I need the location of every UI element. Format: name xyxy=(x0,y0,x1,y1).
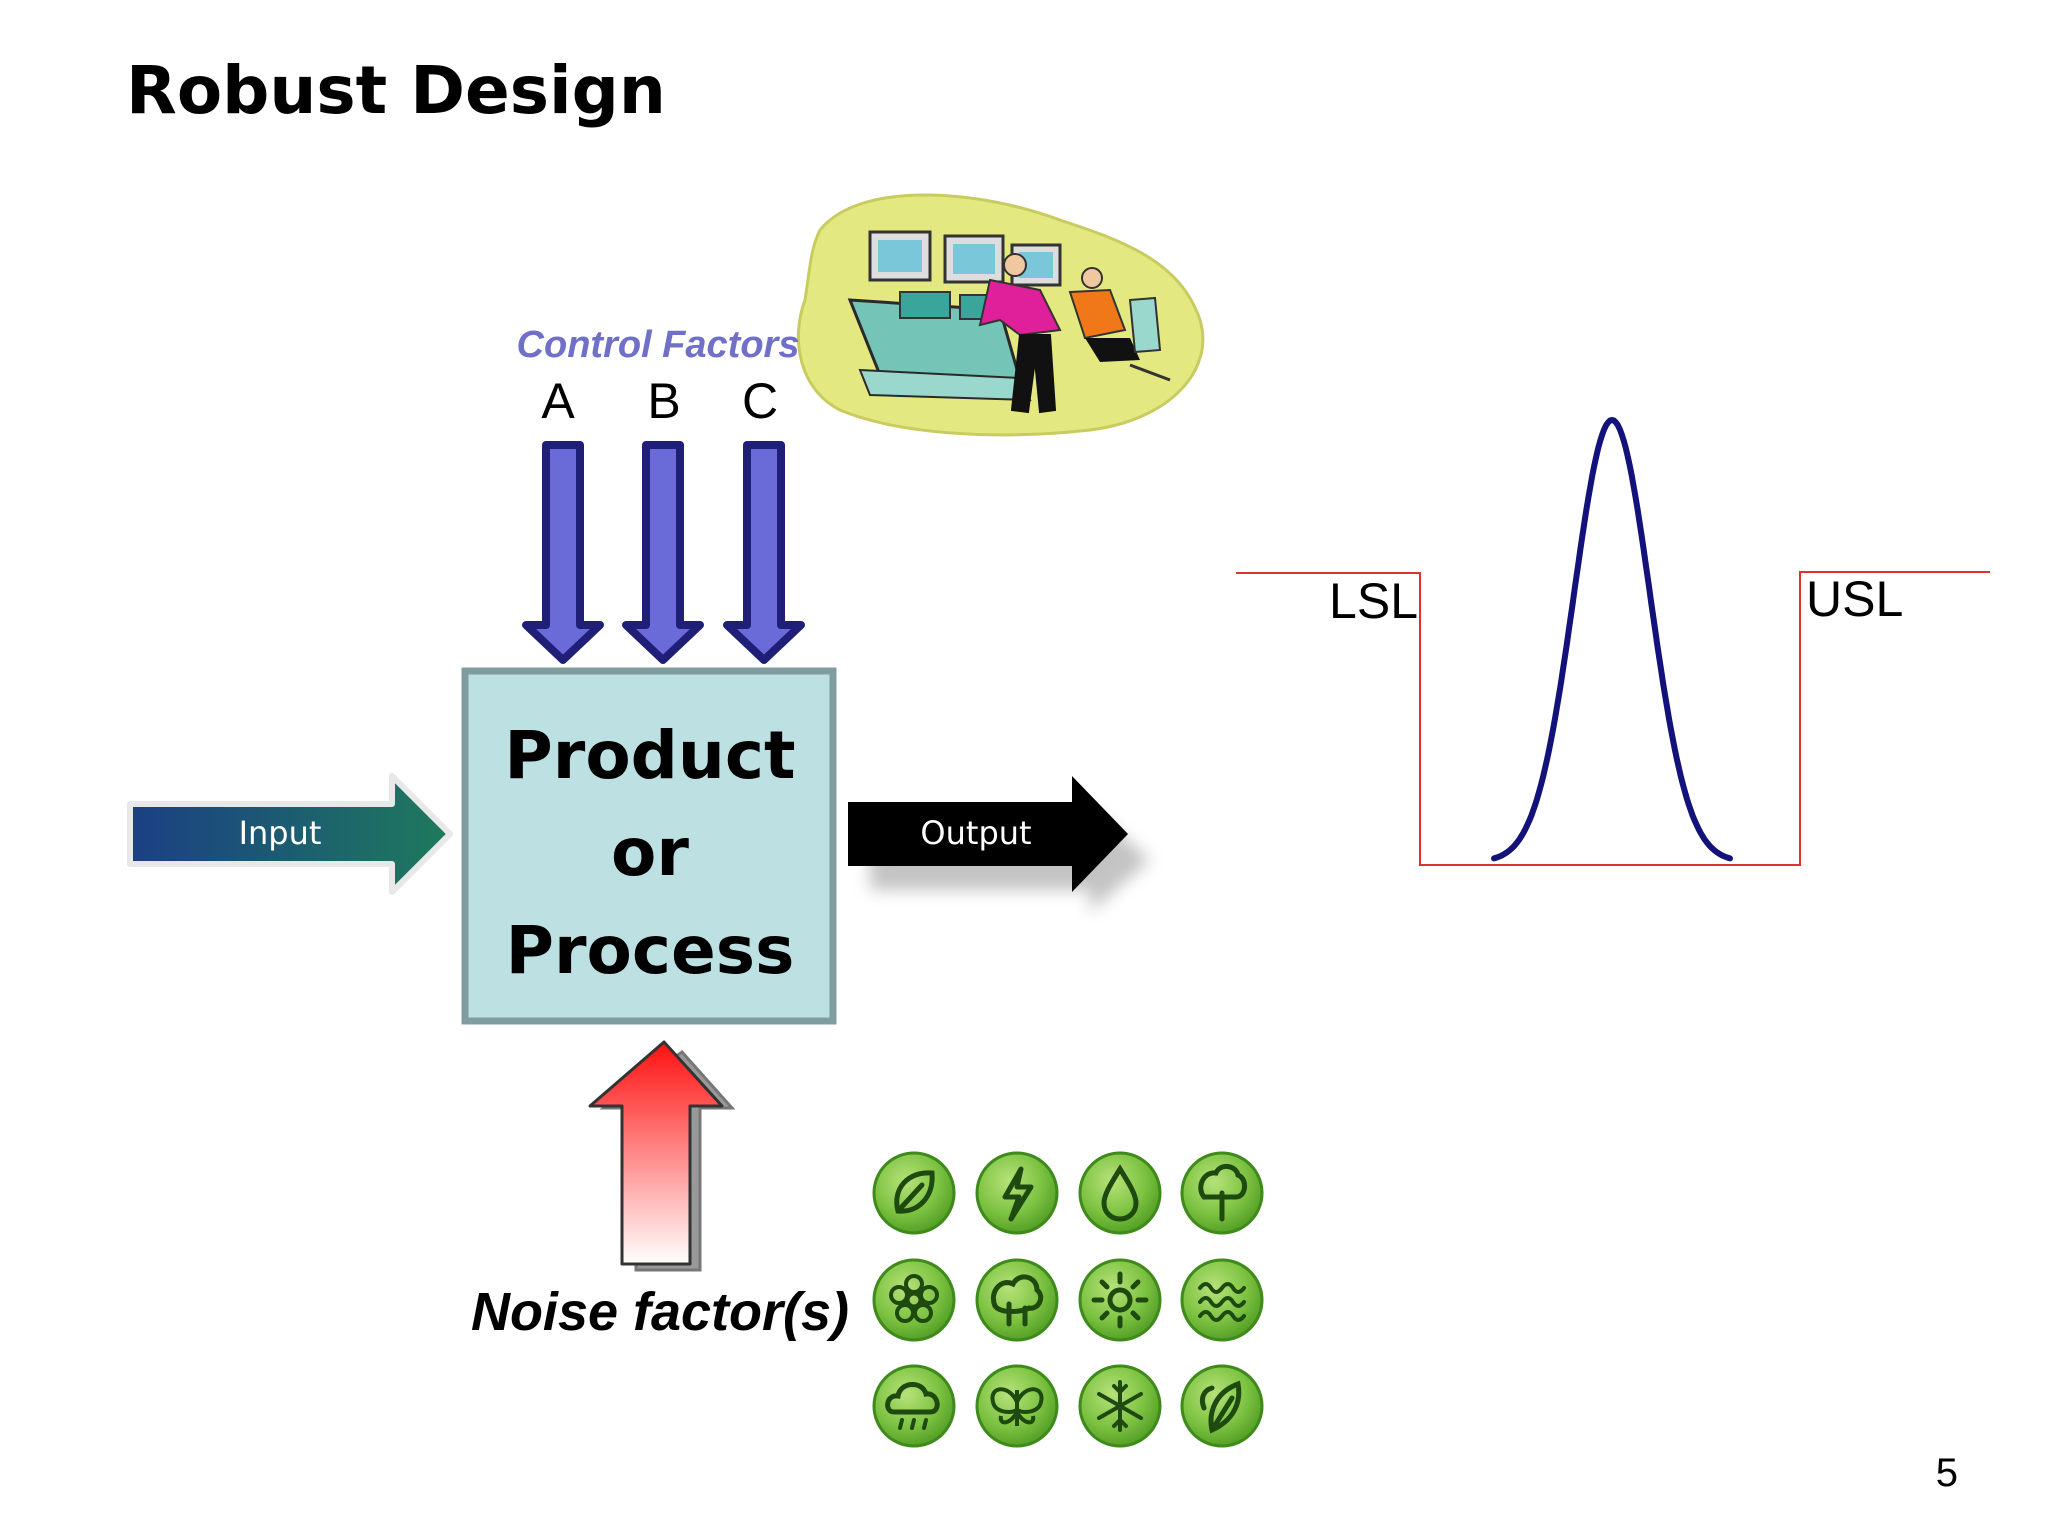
tree-icon xyxy=(1180,1151,1264,1235)
process-line-3: Process xyxy=(506,912,795,989)
noise-arrow xyxy=(588,1040,736,1272)
rain-cloud-icon xyxy=(872,1364,956,1448)
page-number: 5 xyxy=(1935,1451,1958,1495)
process-line-2: or xyxy=(611,814,689,891)
spec-limit-line xyxy=(1236,571,1990,866)
distribution-chart: LSL USL xyxy=(1236,416,1990,866)
output-label: Output xyxy=(920,814,1031,852)
snowflake-icon xyxy=(1078,1364,1162,1448)
usl-label: USL xyxy=(1806,571,1903,627)
noise-icons-grid xyxy=(872,1151,1264,1448)
sprout-icon xyxy=(1180,1364,1264,1448)
factor-label-c: C xyxy=(742,373,778,429)
control-factors-label: Control Factors xyxy=(517,324,800,366)
sun-icon xyxy=(1078,1258,1162,1342)
process-box xyxy=(461,667,837,1025)
leaf-icon xyxy=(872,1151,956,1235)
slide-title: Robust Design xyxy=(126,52,666,129)
input-label: Input xyxy=(239,814,322,852)
factor-arrow-a xyxy=(522,441,604,664)
factor-arrow-b xyxy=(622,441,704,664)
lightning-icon xyxy=(975,1151,1059,1235)
control-room-clipart xyxy=(797,193,1205,437)
input-arrow xyxy=(127,773,453,895)
process-line-1: Product xyxy=(504,717,795,794)
butterfly-icon xyxy=(975,1364,1059,1448)
waves-icon xyxy=(1180,1258,1264,1342)
flower-icon xyxy=(872,1258,956,1342)
factor-label-b: B xyxy=(647,373,680,429)
output-arrow xyxy=(848,776,1150,912)
factor-arrow-c xyxy=(723,441,805,664)
noise-factor-label: Noise factor(s) xyxy=(471,1282,849,1342)
distribution-curve xyxy=(1491,416,1733,862)
lsl-label: LSL xyxy=(1329,573,1418,629)
factor-label-a: A xyxy=(541,373,575,429)
forest-icon xyxy=(975,1258,1059,1342)
water-drop-icon xyxy=(1078,1151,1162,1235)
